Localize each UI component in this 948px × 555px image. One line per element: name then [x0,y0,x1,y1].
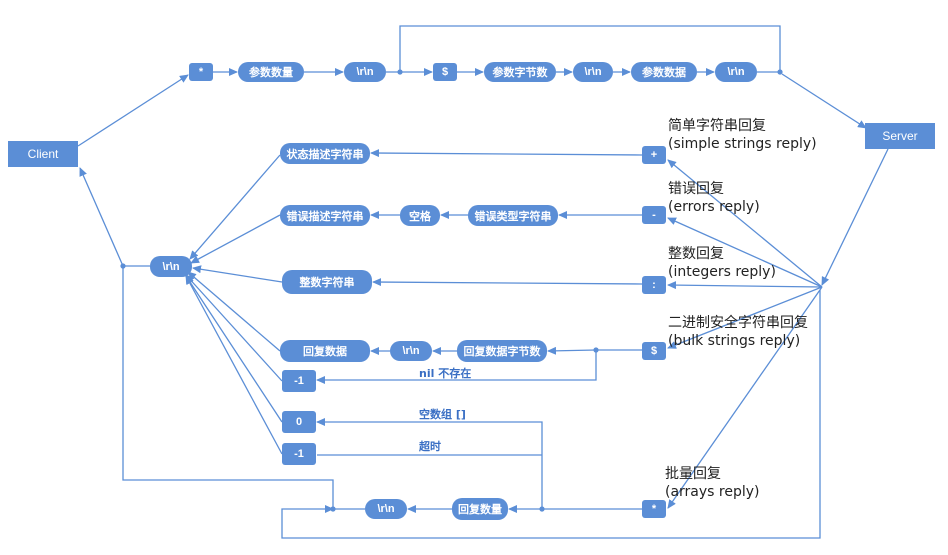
errors-label: 错误回复 (errors reply) [668,180,760,216]
reply-count-node: 回复数量 [452,498,508,520]
edge-dispatch-to-minus [667,217,823,288]
timeout-edge-label: 超时 [419,440,441,453]
edge-dispatch-to-star [667,286,823,509]
integers-en: (integers reply) [668,264,776,280]
edge-array-loop [122,266,334,509]
edge-bottom-loop [281,290,821,539]
error-desc-string-node: 错误描述字符串 [280,205,370,226]
param-count-node: 参数数量 [238,62,304,82]
errors-en: (errors reply) [668,199,760,215]
junction-bulk [593,347,599,353]
edge-zero-to-crlf [185,275,283,423]
array-crlf-node: \r\n [365,499,407,519]
edge-reply-data-to-crlf [187,271,281,352]
edge-nil [316,350,597,384]
bulk-strings-en: (bulk strings reply) [668,333,801,349]
junction-arrays-left [330,506,336,512]
status-string-node: 状态描述字符串 [280,143,370,164]
edge-plus-to-status [370,149,643,158]
edge-server-to-dispatch [821,148,889,286]
colon-node: : [642,276,666,294]
bulk-neg1-node: -1 [282,370,316,392]
empty-array-edge-label: 空数组 [] [419,408,466,421]
client-node: Client [8,141,78,167]
arrays-cn: 批量回复 [665,466,721,482]
junction-loop-start [397,69,403,75]
edge-dispatch-to-dollar [667,286,823,349]
bulk-dollar-node: $ [642,342,666,360]
edge-to-client [79,167,124,267]
request-crlf-2-node: \r\n [573,62,613,82]
edge-loop-back [399,25,781,72]
server-node: Server [865,123,935,149]
simple-strings-en: (simple strings reply) [668,136,817,152]
edge-neg1arr-to-crlf [185,275,283,455]
bulk-strings-label: 二进制安全字符串回复 (bulk strings reply) [668,314,808,350]
edge-colon-to-int [372,278,643,287]
array-neg1-node: -1 [282,443,316,465]
edge-status-to-crlf [189,154,281,260]
zero-node: 0 [282,411,316,433]
simple-strings-label: 简单字符串回复 (simple strings reply) [668,117,817,153]
junction-loop-end [777,69,783,75]
edge-to-server [781,73,867,129]
main-crlf-node: \r\n [150,256,192,277]
request-crlf-1-node: \r\n [344,62,386,82]
request-crlf-3-node: \r\n [715,62,757,82]
edge-client-to-star [77,74,189,147]
space-node: 空格 [400,205,440,226]
bulk-strings-cn: 二进制安全字符串回复 [668,315,808,331]
minus-node: - [642,206,666,224]
edge-errdesc-to-crlf [190,214,281,264]
junction-main [120,263,126,269]
request-star-node: * [189,63,213,81]
request-dollar-node: $ [433,63,457,81]
arrays-label: 批量回复 (arrays reply) [665,465,760,501]
integers-label: 整数回复 (integers reply) [668,245,776,281]
arrays-en: (arrays reply) [665,484,760,500]
param-data-node: 参数数据 [631,62,697,82]
edge-int-to-crlf [192,265,283,283]
param-bytes-node: 参数字节数 [484,62,556,82]
junction-arrays [539,506,545,512]
simple-strings-cn: 简单字符串回复 [668,118,766,134]
integers-cn: 整数回复 [668,246,724,262]
reply-data-bytes-node: 回复数据字节数 [457,340,547,362]
bulk-crlf-node: \r\n [390,341,432,361]
edge-dispatch-to-colon [667,281,823,290]
edge-dispatch-to-plus [667,159,823,288]
edge-junction-to-bytes [547,346,597,355]
reply-data-node: 回复数据 [280,340,370,362]
errors-cn: 错误回复 [668,181,724,197]
nil-edge-label: nil 不存在 [419,367,472,380]
edge-neg1-to-crlf [185,274,283,382]
integer-string-node: 整数字符串 [282,270,372,294]
error-type-string-node: 错误类型字符串 [468,205,558,226]
edge-empty-array [316,418,543,509]
plus-node: + [642,146,666,164]
array-star-node: * [642,500,666,518]
